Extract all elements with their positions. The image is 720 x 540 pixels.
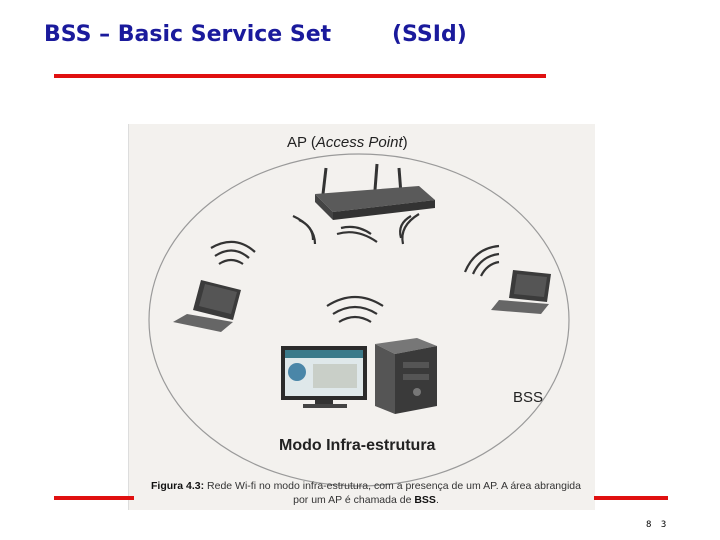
footer-rule-left: [54, 496, 134, 500]
mode-label: Modo Infra-estrutura: [279, 437, 435, 455]
desktop-monitor-icon: [281, 346, 367, 408]
desktop-tower-icon: [375, 338, 437, 414]
desktop-signal-icon: [327, 297, 383, 322]
bss-label: BSS: [513, 389, 543, 406]
slide-title-ssid: (SSId): [392, 22, 467, 47]
laptop-left-signal-icon: [211, 242, 255, 264]
ap-signal-icon: [293, 214, 419, 244]
figure-caption: Figura 4.3: Rede Wi-fi no modo infra-est…: [151, 479, 581, 507]
footer-rule-right: [594, 496, 668, 500]
access-point-label: AP (Access Point): [287, 134, 408, 151]
laptop-right-icon: [491, 270, 551, 314]
slide-title: BSS – Basic Service Set: [44, 22, 331, 47]
title-underline: [54, 74, 546, 78]
access-point-icon: [315, 164, 435, 220]
bss-figure: AP (Access Point) BSS Modo Infra-estrutu…: [128, 124, 595, 510]
laptop-left-icon: [173, 280, 241, 332]
page-number: 8 3: [646, 520, 668, 530]
laptop-right-signal-icon: [465, 246, 499, 276]
